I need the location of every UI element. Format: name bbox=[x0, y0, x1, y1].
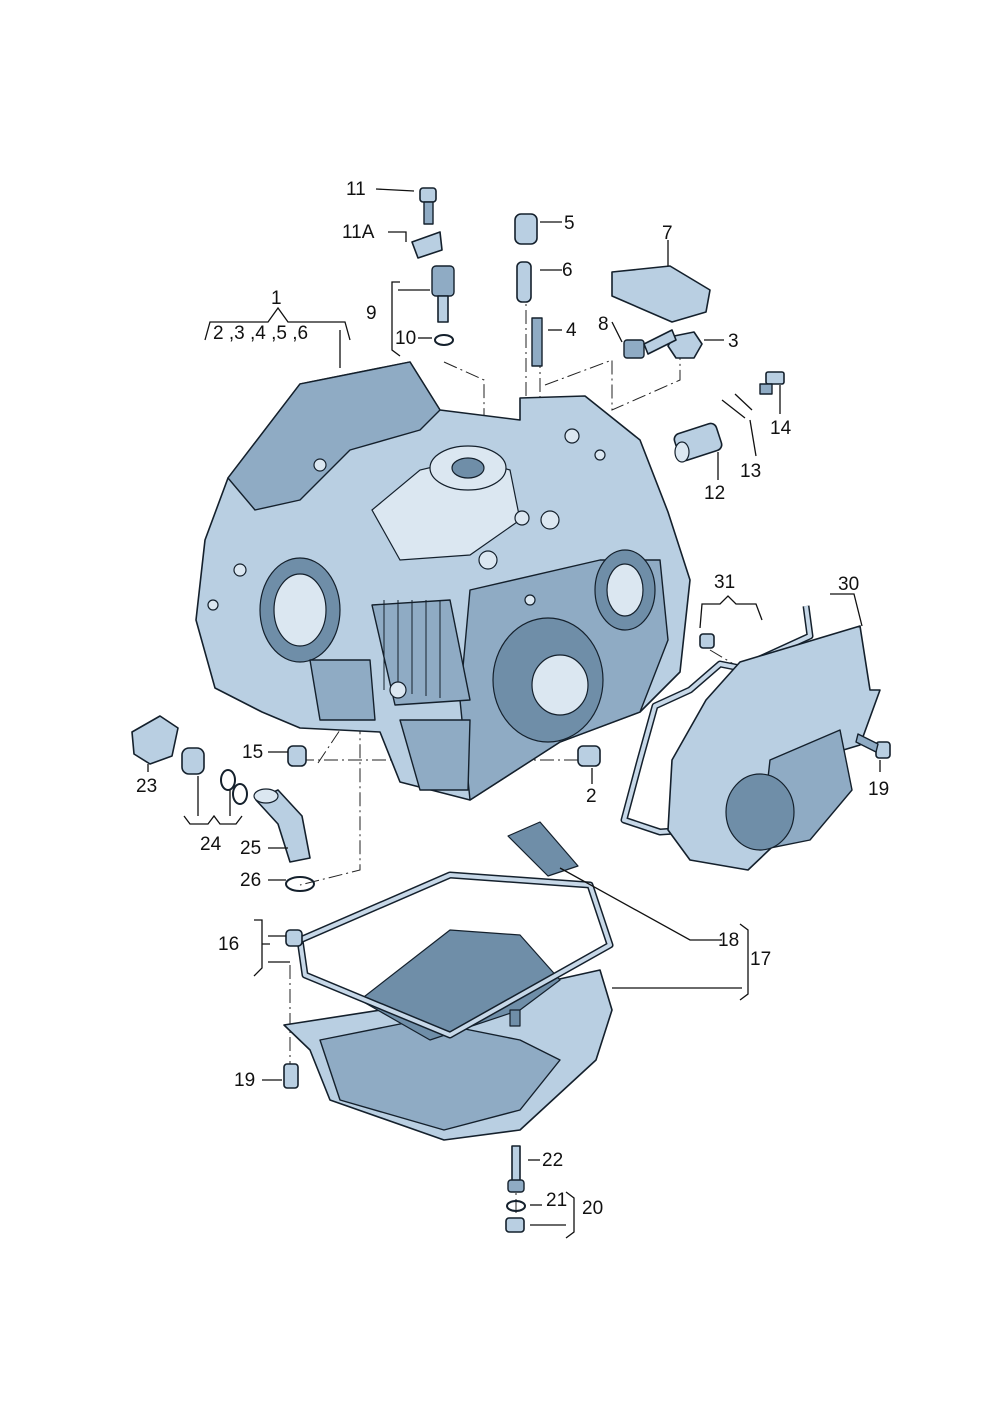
callout-30: 30 bbox=[838, 574, 859, 595]
part-8-bolt bbox=[623, 329, 677, 359]
part-9-sensor bbox=[431, 265, 455, 323]
part-11-bolt bbox=[419, 187, 437, 225]
part-6-pin bbox=[516, 261, 532, 303]
part-26-oring bbox=[285, 876, 315, 892]
callout-5: 5 bbox=[564, 213, 575, 234]
callout-24: 24 bbox=[200, 834, 222, 855]
callout-9: 9 bbox=[366, 303, 377, 324]
callout-6: 6 bbox=[562, 260, 573, 281]
callout-1: 1 bbox=[271, 288, 282, 309]
callout-14: 14 bbox=[770, 418, 792, 439]
callout-11a: 11A bbox=[342, 222, 375, 243]
callout-labels: 1 2 ,3 ,4 ,5 ,6 11 11A 9 10 5 6 4 7 8 3 … bbox=[136, 179, 889, 1219]
callout-20: 20 bbox=[582, 1198, 603, 1219]
part-21-seal bbox=[506, 1200, 526, 1212]
callout-23: 23 bbox=[136, 776, 157, 797]
part-14-bolt bbox=[759, 371, 785, 395]
part-19-bolt-pan bbox=[283, 1063, 299, 1089]
part-4-stud bbox=[531, 317, 543, 367]
callout-25: 25 bbox=[240, 838, 261, 859]
part-7-cover-plate bbox=[611, 265, 711, 323]
callout-11: 11 bbox=[346, 179, 366, 200]
callout-13: 13 bbox=[740, 461, 761, 482]
callout-15: 15 bbox=[242, 742, 263, 763]
part-24-drain-plug bbox=[181, 747, 248, 805]
callout-31: 31 bbox=[714, 572, 735, 593]
transmission-housing bbox=[195, 361, 691, 801]
callout-1-sub: 2 ,3 ,4 ,5 ,6 bbox=[213, 323, 308, 344]
callout-8: 8 bbox=[598, 314, 609, 335]
callout-3: 3 bbox=[728, 331, 739, 352]
callout-26: 26 bbox=[240, 870, 261, 891]
callout-21: 21 bbox=[546, 1190, 567, 1211]
part-5-cap bbox=[514, 213, 538, 245]
part-20-drain-screw bbox=[505, 1217, 525, 1233]
part-23-cap bbox=[131, 715, 179, 765]
part-2-sleeve bbox=[577, 745, 601, 767]
leader-lines bbox=[147, 188, 881, 1239]
part-15-plug bbox=[287, 745, 307, 767]
part-18-filter-label bbox=[507, 821, 579, 877]
part-3-nut bbox=[667, 331, 703, 359]
callout-22: 22 bbox=[542, 1150, 563, 1171]
part-16-sleeve bbox=[285, 929, 303, 947]
part-25-pipe bbox=[253, 788, 311, 863]
callout-16: 16 bbox=[218, 934, 239, 955]
callout-18: 18 bbox=[718, 930, 739, 951]
part-22-overflow-tube bbox=[507, 1145, 525, 1193]
part-12-solenoid bbox=[673, 422, 723, 463]
callout-10: 10 bbox=[395, 328, 416, 349]
callout-19-pan: 19 bbox=[234, 1070, 255, 1091]
callout-12: 12 bbox=[704, 483, 725, 504]
part-19-bolt-side bbox=[855, 733, 891, 759]
callout-2: 2 bbox=[586, 786, 597, 807]
part-13-clip bbox=[721, 393, 753, 419]
callout-4: 4 bbox=[566, 320, 577, 341]
part-11a-bracket bbox=[411, 231, 443, 259]
callout-19-side: 19 bbox=[868, 779, 889, 800]
callout-7: 7 bbox=[662, 223, 673, 244]
part-30-side-cover bbox=[667, 625, 881, 871]
part-10-oring bbox=[434, 334, 454, 346]
callout-17: 17 bbox=[750, 949, 771, 970]
part-17-oil-pan bbox=[283, 871, 614, 1141]
